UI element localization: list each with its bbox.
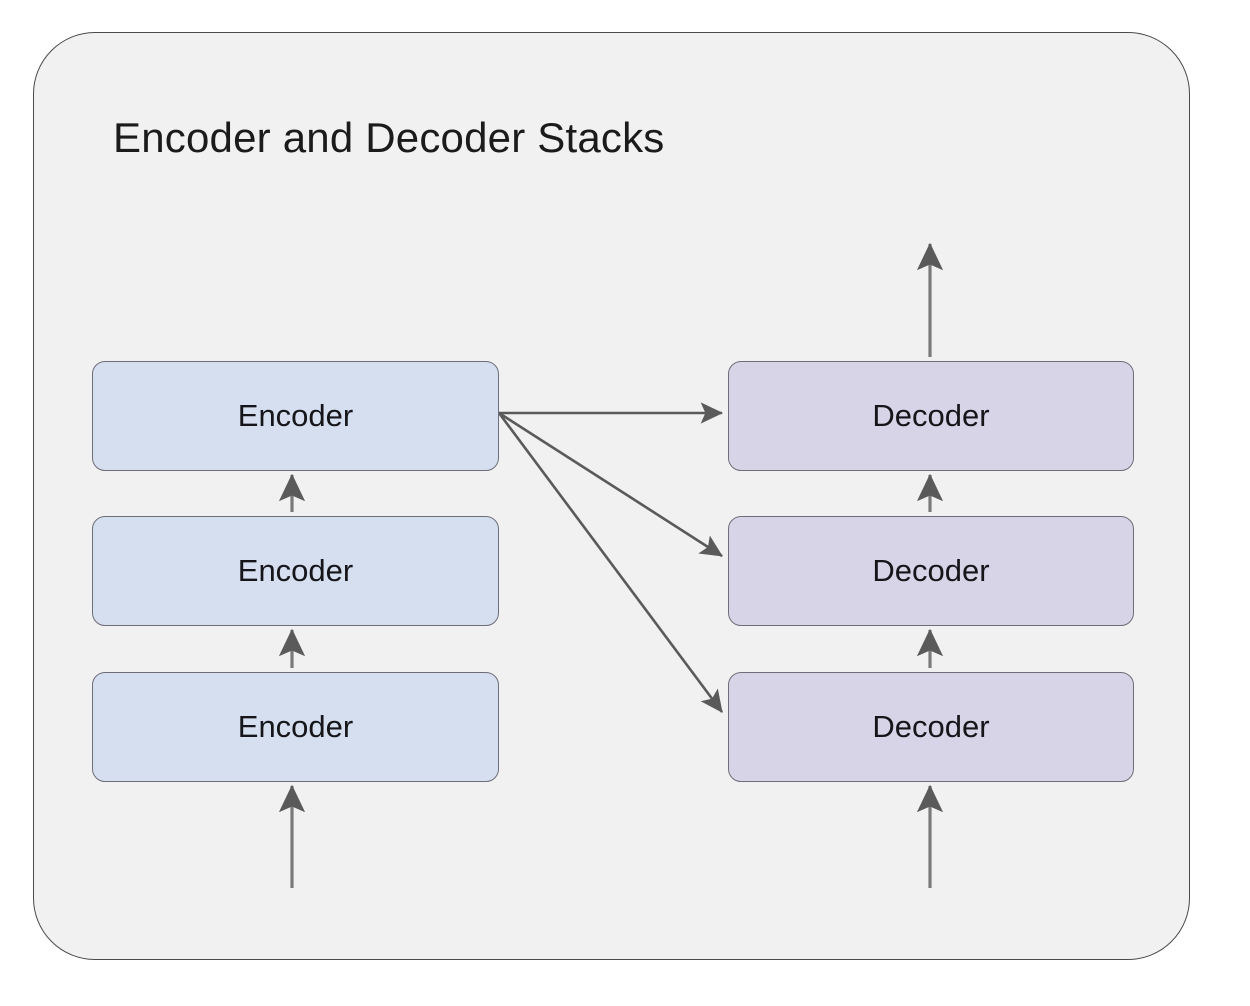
decoder-block-label: Decoder <box>872 709 990 744</box>
decoder-block-top[interactable]: Decoder <box>728 361 1134 471</box>
encoder-block-label: Encoder <box>237 709 354 744</box>
encoder-block-middle[interactable]: Encoder <box>92 516 499 626</box>
encoder-block-label: Encoder <box>237 398 354 433</box>
encoder-decoder-panel <box>33 32 1190 960</box>
decoder-block-middle[interactable]: Decoder <box>728 516 1134 626</box>
encoder-block-label: Encoder <box>237 553 354 588</box>
decoder-block-label: Decoder <box>872 398 990 433</box>
encoder-block-top[interactable]: Encoder <box>92 361 499 471</box>
decoder-block-bottom[interactable]: Decoder <box>728 672 1134 782</box>
encoder-block-bottom[interactable]: Encoder <box>92 672 499 782</box>
page-title: Encoder and Decoder Stacks <box>113 114 665 161</box>
decoder-block-label: Decoder <box>872 553 990 588</box>
